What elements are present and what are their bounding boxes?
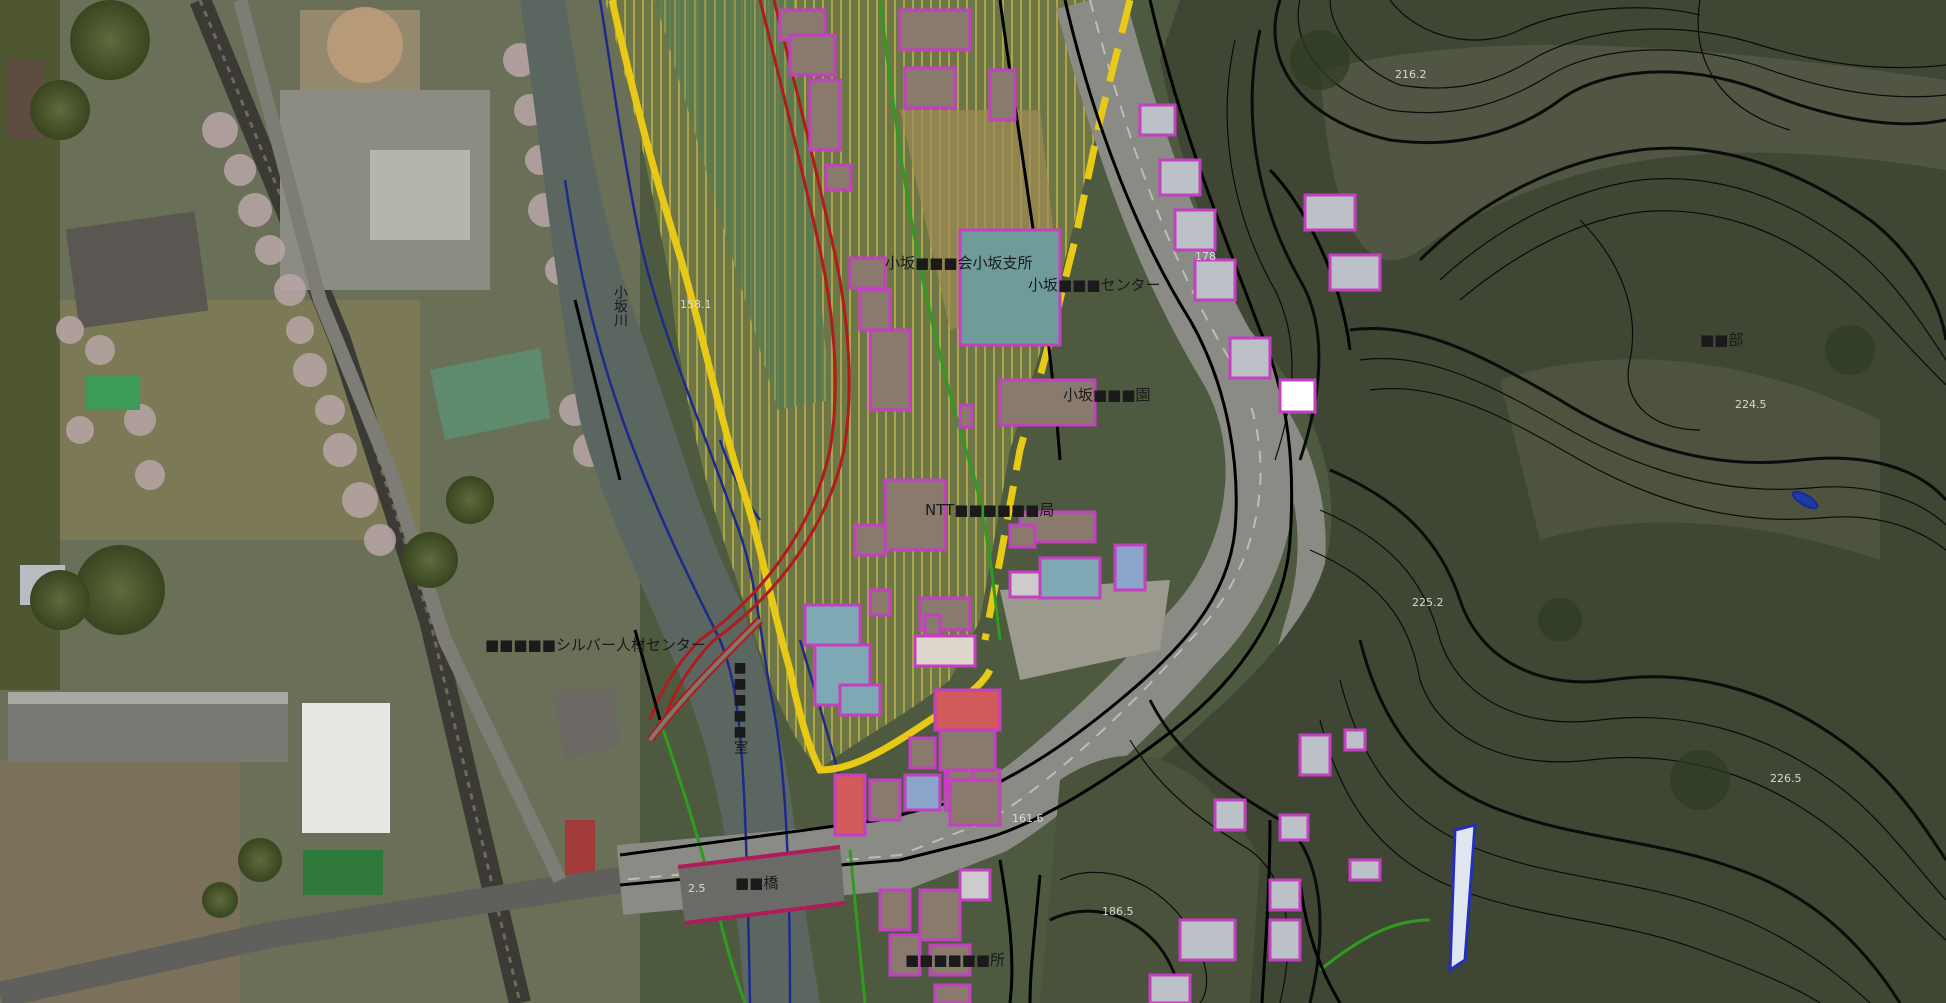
parking-center [1000, 580, 1170, 680]
buildings-central [778, 8, 1147, 1003]
hill-terrain [1040, 0, 1946, 1003]
label-ntt: NTT■■■■■■局 [925, 501, 1054, 519]
label-left-building: ■■■■■室 [732, 660, 748, 754]
elev-canal: 158.1 [680, 298, 712, 311]
label-river: 小坂川 [612, 285, 628, 327]
ponds [1448, 490, 1819, 973]
elev-bridge-left: 2.5 [688, 882, 706, 895]
label-district: ■■部 [1700, 331, 1743, 349]
buildings-east [1138, 103, 1382, 1003]
road-west [0, 867, 622, 1003]
elevation-labels: 161.6 2.5 186.5 224.5 225.2 226.5 216.2 … [680, 68, 1802, 918]
map-labels: 小坂川 小坂■■■会小坂支所 小坂■■■センター 小坂■■■園 NTT■■■■■… [485, 254, 1743, 969]
elev-hill-mid: 225.2 [1412, 596, 1444, 609]
label-silver-center: ■■■■■シルバー人材センター [485, 636, 706, 654]
elev-top-mid: 178 [1195, 250, 1216, 263]
elev-top-right: 216.2 [1395, 68, 1427, 81]
elev-hill-far: 226.5 [1770, 772, 1802, 785]
gym-building [65, 211, 209, 329]
label-nursery: 小坂■■■園 [1063, 386, 1151, 404]
label-lower-building: ■■■■■■所 [905, 951, 1005, 969]
river-water [520, 0, 820, 1003]
small-green-field [85, 375, 140, 410]
green-roof-building [430, 348, 550, 440]
bridge [677, 845, 846, 925]
elev-hill-right: 224.5 [1735, 398, 1767, 411]
white-warehouse [302, 703, 390, 833]
elev-hill-low: 186.5 [1102, 905, 1134, 918]
label-fire-center: 小坂■■■センター [1028, 276, 1161, 294]
elev-road-center: 161.6 [1012, 812, 1044, 825]
label-branch-office: 小坂■■■会小坂支所 [885, 254, 1033, 272]
label-bridge: ■■橋 [735, 874, 778, 892]
